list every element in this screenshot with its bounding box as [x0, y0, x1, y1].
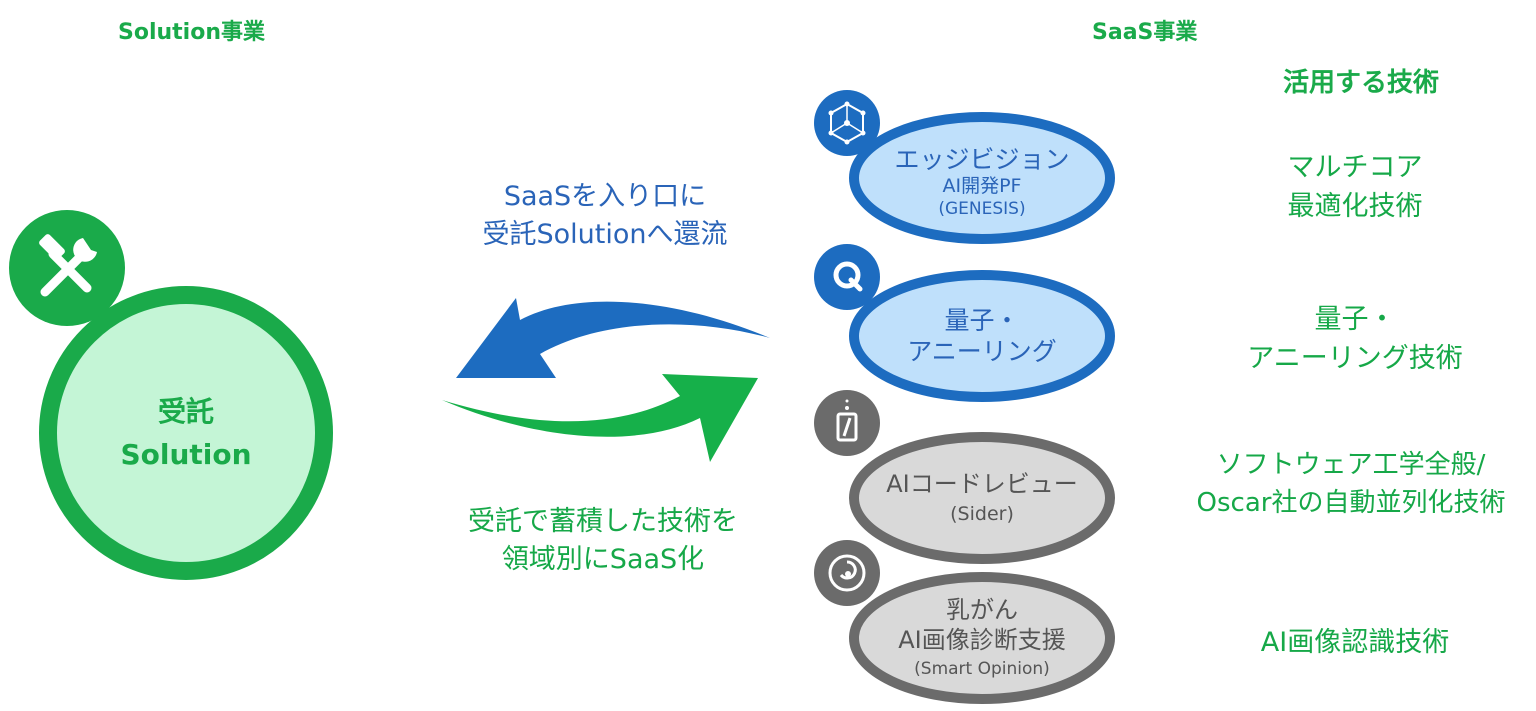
tech-multicore: マルチコア 最適化技術: [1287, 152, 1423, 223]
saas-item-sider: AIコードレビュー (Sider): [848, 430, 1116, 566]
tech-quantum: 量子・ アニーリング技術: [1247, 304, 1463, 375]
breast-scan-icon: [814, 540, 880, 606]
saas-item-smart-opinion: 乳がん AI画像診断支援 (Smart Opinion): [848, 570, 1116, 706]
top-arrow-text: SaaSを入り口に 受託Solutionへ還流: [482, 181, 728, 250]
tech-software-engineering: ソフトウェア工学全般/ Oscar社の自動並列化技術: [1196, 450, 1506, 518]
solution-circle: 受託 Solution: [36, 283, 336, 583]
saas-item-quantum: 量子・ アニーリング: [848, 268, 1116, 404]
green-arrow: [442, 374, 758, 462]
tech-ai-image-recognition: AI画像認識技術: [1260, 627, 1450, 658]
solution-label-en: Solution: [120, 438, 252, 471]
saas-item-genesis: エッジビジョン AI開発PF (GENESIS): [848, 110, 1116, 246]
hexagon-network-icon: [814, 90, 880, 156]
tools-icon: [9, 210, 125, 326]
blue-arrow: [456, 298, 770, 378]
solution-label-jp: 受託: [157, 394, 214, 428]
saas-business-header: SaaS事業: [1092, 20, 1198, 45]
code-file-icon: [814, 390, 880, 456]
quantum-q-icon: [814, 244, 880, 310]
cycle-arrows: [442, 298, 770, 462]
technology-header: 活用する技術: [1283, 68, 1440, 98]
bottom-arrow-text: 受託で蓄積した技術を 領域別にSaaS化: [468, 506, 738, 575]
solution-business-header: Solution事業: [118, 20, 265, 45]
